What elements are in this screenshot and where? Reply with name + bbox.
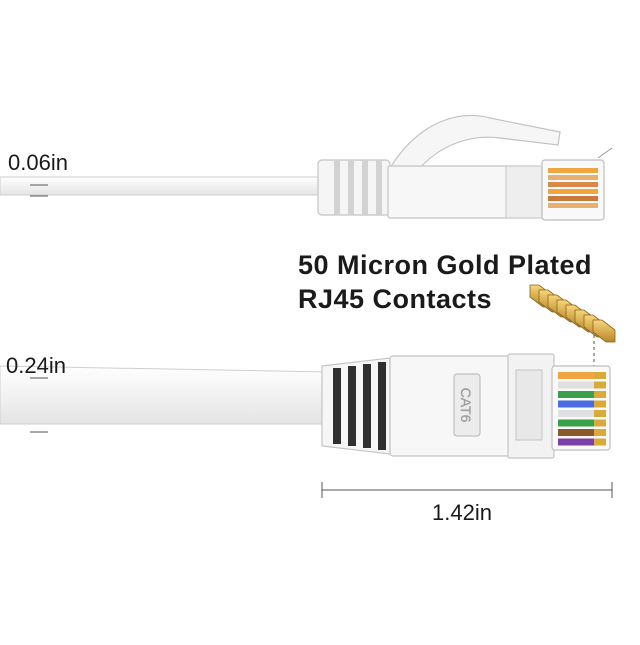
thin-rib	[334, 160, 340, 215]
thin-rib	[376, 160, 382, 215]
wire	[558, 429, 594, 436]
cat6-label-frame	[453, 373, 481, 437]
gold-pin	[594, 400, 606, 408]
wire	[548, 182, 598, 187]
wire	[548, 189, 598, 194]
wire	[548, 196, 598, 201]
wire	[558, 419, 594, 427]
cat6-marking: CAT6	[458, 388, 474, 423]
thin-cable-jacket	[0, 176, 331, 196]
thin-cable	[0, 114, 613, 221]
gold-contacts	[529, 284, 616, 372]
thin-rib	[362, 160, 368, 215]
wire	[558, 438, 594, 446]
thin-rib	[348, 160, 354, 215]
thin-cable-thickness-label: 0.06in	[8, 150, 68, 175]
thin-plug-window	[505, 165, 543, 219]
boot-groove	[378, 362, 386, 450]
gold-contact	[592, 319, 616, 343]
gold-pin	[594, 372, 606, 379]
thin-plug-leader-line	[597, 147, 613, 159]
contacts-caption-line2: RJ45 Contacts	[298, 284, 493, 314]
thin-boot-ribs	[334, 160, 382, 215]
thick-plug-body	[389, 355, 511, 457]
thick-cable-thickness-label: 0.24in	[6, 353, 66, 378]
wire	[558, 400, 594, 408]
wire	[548, 168, 598, 173]
gold-pin	[594, 410, 606, 417]
boot-groove	[333, 368, 341, 444]
thick-plug-latch-tab	[515, 369, 543, 441]
contacts-caption-line1: 50 Micron Gold Plated	[298, 250, 593, 280]
wire	[558, 391, 594, 398]
gold-pin	[594, 381, 606, 389]
thin-plug-wires	[548, 168, 598, 208]
thick-plug-wires	[558, 372, 606, 446]
gold-pin	[594, 438, 606, 446]
boot-groove	[363, 364, 371, 448]
wire	[558, 372, 594, 379]
thick-boot-grooves	[333, 362, 386, 450]
wire	[548, 175, 598, 180]
wire	[558, 381, 594, 389]
wire	[548, 203, 598, 208]
thin-plug-latch	[388, 114, 561, 171]
gold-pin	[594, 429, 606, 436]
boot-groove	[348, 366, 356, 446]
gold-pin	[594, 391, 606, 398]
wire	[558, 410, 594, 417]
plug-length-label: 1.42in	[432, 500, 492, 525]
thick-cable: CAT6	[0, 353, 613, 498]
gold-pin	[594, 419, 606, 427]
